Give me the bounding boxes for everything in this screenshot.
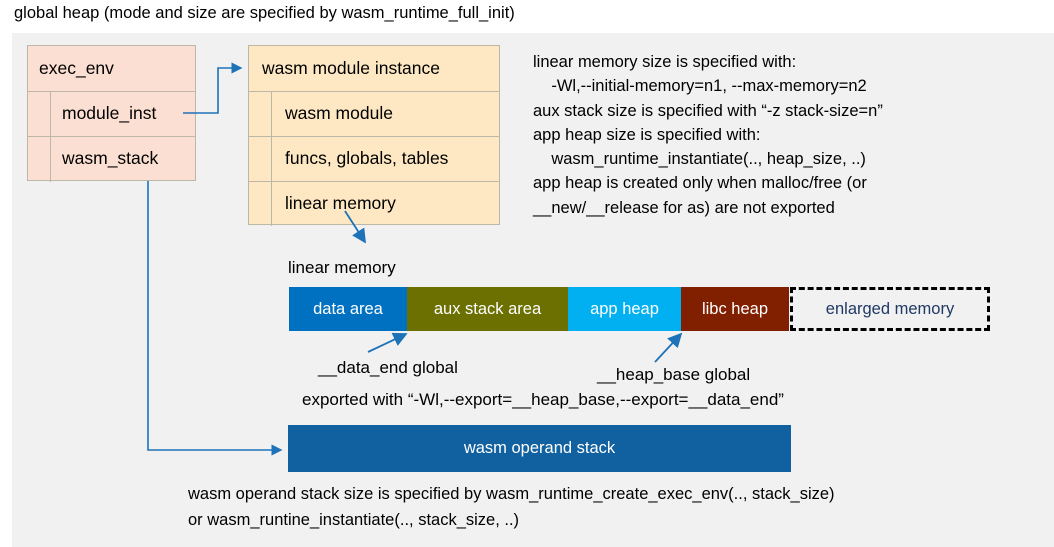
- linear-memory-info-note: linear memory size is specified with: -W…: [533, 53, 883, 217]
- segment-data-area-label: data area: [313, 299, 383, 318]
- annotation-data-end: __data_end global: [318, 358, 458, 377]
- linear-memory-caption: linear memory: [288, 258, 396, 277]
- module-instance-header: wasm module instance: [248, 45, 500, 91]
- page-title: global heap (mode and size are specified…: [14, 4, 515, 22]
- wasm-stack-label: wasm_stack: [62, 148, 159, 168]
- exec-env-header-label: exec_env: [39, 57, 114, 78]
- wasm-operand-stack-label: wasm operand stack: [463, 439, 616, 457]
- segment-aux-stack-area-label: aux stack area: [433, 299, 542, 318]
- module-instance-field-wasm-module: wasm module: [271, 91, 500, 136]
- module-inst-label: module_inst: [62, 103, 157, 123]
- module-instance-header-label: wasm module instance: [262, 57, 440, 78]
- annotation-heap-base: __heap_base global: [597, 365, 751, 384]
- wasm-module-label: wasm module: [285, 103, 393, 123]
- segment-aux-stack-area: aux stack area: [407, 287, 568, 331]
- module-instance-field-linear-memory: linear memory: [271, 181, 500, 225]
- exec-env-header: exec_env: [27, 45, 196, 91]
- segment-app-heap-label: app heap: [590, 299, 659, 318]
- wasm-module-instance-box: [248, 45, 500, 226]
- segment-libc-heap: libc heap: [681, 287, 789, 331]
- exec-env-box: [27, 45, 196, 182]
- linear-memory-row-label: linear memory: [285, 192, 396, 213]
- segment-libc-heap-label: libc heap: [701, 299, 769, 318]
- operand-stack-note: wasm operand stack size is specified by …: [188, 485, 835, 529]
- annotation-export-note: exported with “-Wl,--export=__heap_base,…: [302, 390, 784, 409]
- segment-data-area: data area: [289, 287, 407, 331]
- funcs-globals-tables-label: funcs, globals, tables: [285, 148, 449, 168]
- segment-app-heap: app heap: [568, 287, 681, 331]
- module-instance-field-funcs-globals-tables: funcs, globals, tables: [271, 136, 500, 181]
- exec-env-field-wasm-stack: wasm_stack: [50, 136, 196, 181]
- segment-enlarged-memory: enlarged memory: [790, 287, 990, 331]
- wasm-operand-stack-box: wasm operand stack: [288, 425, 791, 472]
- exec-env-field-module-inst: module_inst: [50, 91, 196, 136]
- segment-enlarged-memory-label: enlarged memory: [825, 299, 955, 318]
